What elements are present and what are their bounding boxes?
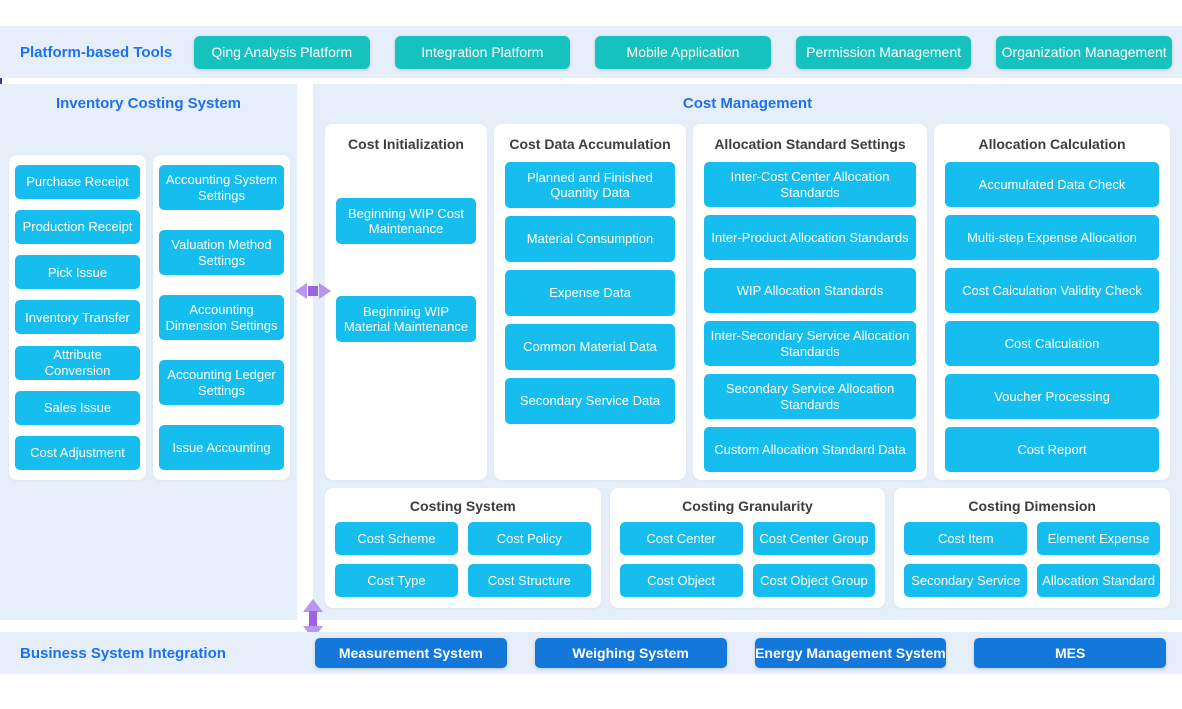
costing-granularity-section: Costing Granularity Cost Center Cost Cen… [609, 488, 886, 608]
allocation-standard-settings-section: Allocation Standard Settings Inter-Cost … [693, 124, 927, 480]
issue-accounting-button[interactable]: Issue Accounting [159, 425, 284, 470]
cost-calculation-button[interactable]: Cost Calculation [945, 321, 1159, 366]
business-system-buttons: Measurement System Weighing System Energ… [315, 638, 1182, 668]
accounting-settings-card: Accounting System Settings Valuation Met… [153, 155, 290, 480]
accumulated-data-check-button[interactable]: Accumulated Data Check [945, 162, 1159, 207]
cost-initialization-header: Cost Initialization [348, 136, 464, 152]
cost-scheme-button[interactable]: Cost Scheme [335, 522, 458, 555]
inventory-costing-panel: Inventory Costing System Purchase Receip… [0, 84, 297, 620]
secondary-service-button[interactable]: Secondary Service [904, 564, 1028, 597]
platform-tools-title: Platform-based Tools [20, 43, 173, 61]
energy-management-system-button[interactable]: Energy Management System [754, 638, 947, 668]
inter-secondary-service-allocation-standards-button[interactable]: Inter-Secondary Service Allocation Stand… [704, 321, 916, 366]
cost-management-panel: Cost Management Cost Initialization Begi… [313, 84, 1182, 620]
custom-allocation-standard-data-button[interactable]: Custom Allocation Standard Data [704, 427, 916, 472]
allocation-standard-button[interactable]: Allocation Standard [1037, 564, 1161, 597]
platform-tools-bar: Platform-based Tools Qing Analysis Platf… [0, 26, 1182, 78]
business-system-integration-title: Business System Integration [20, 644, 226, 662]
cost-management-main-columns: Cost Initialization Beginning WIP Cost M… [325, 124, 1170, 480]
inter-product-allocation-standards-button[interactable]: Inter-Product Allocation Standards [704, 215, 916, 260]
qing-analysis-platform-button[interactable]: Qing Analysis Platform [194, 35, 370, 69]
purchase-receipt-button[interactable]: Purchase Receipt [15, 165, 140, 199]
left-right-double-arrow-icon [295, 283, 331, 299]
cost-center-group-button[interactable]: Cost Center Group [752, 522, 876, 555]
mes-button[interactable]: MES [974, 638, 1166, 668]
cost-policy-button[interactable]: Cost Policy [467, 522, 591, 555]
allocation-calculation-section: Allocation Calculation Accumulated Data … [934, 124, 1170, 480]
voucher-processing-button[interactable]: Voucher Processing [945, 374, 1159, 419]
organization-management-button[interactable]: Organization Management [996, 35, 1172, 69]
weighing-system-button[interactable]: Weighing System [534, 638, 727, 668]
cost-initialization-section: Cost Initialization Beginning WIP Cost M… [325, 124, 487, 480]
permission-management-button[interactable]: Permission Management [795, 35, 972, 69]
pick-issue-button[interactable]: Pick Issue [15, 255, 140, 290]
cost-report-button[interactable]: Cost Report [945, 427, 1159, 472]
secondary-service-data-button[interactable]: Secondary Service Data [505, 378, 675, 424]
cost-data-accumulation-section: Cost Data Accumulation Planned and Finis… [494, 124, 686, 480]
expense-data-button[interactable]: Expense Data [505, 270, 675, 316]
costing-granularity-header: Costing Granularity [682, 498, 813, 514]
measurement-system-button[interactable]: Measurement System [315, 638, 507, 668]
costing-system-section: Costing System Cost Scheme Cost Policy C… [325, 488, 601, 608]
sales-issue-button[interactable]: Sales Issue [15, 390, 140, 425]
business-system-integration-bar: Business System Integration Measurement … [0, 632, 1182, 674]
beginning-wip-cost-maintenance-button[interactable]: Beginning WIP Cost Maintenance [336, 198, 476, 244]
inventory-costing-title: Inventory Costing System [55, 95, 242, 112]
cost-management-title: Cost Management [682, 95, 813, 112]
cost-item-button[interactable]: Cost Item [904, 522, 1028, 555]
secondary-service-allocation-standards-button[interactable]: Secondary Service Allocation Standards [704, 374, 916, 419]
attribute-conversion-button[interactable]: Attribute Conversion [15, 345, 140, 380]
cost-structure-button[interactable]: Cost Structure [467, 564, 591, 597]
cost-management-foundation-sections: Costing System Cost Scheme Cost Policy C… [325, 488, 1171, 608]
cost-type-button[interactable]: Cost Type [335, 564, 458, 597]
element-expense-button[interactable]: Element Expense [1037, 522, 1161, 555]
wip-allocation-standards-button[interactable]: WIP Allocation Standards [704, 268, 916, 313]
platform-tools-buttons: Qing Analysis Platform Integration Platf… [194, 35, 1182, 69]
cost-adjustment-button[interactable]: Cost Adjustment [15, 435, 140, 470]
inventory-transfer-button[interactable]: Inventory Transfer [15, 300, 140, 335]
cost-object-button[interactable]: Cost Object [619, 564, 743, 597]
costing-dimension-section: Costing Dimension Cost Item Element Expe… [894, 488, 1171, 608]
beginning-wip-material-maintenance-button[interactable]: Beginning WIP Material Maintenance [336, 296, 476, 342]
costing-system-header: Costing System [409, 498, 516, 514]
planned-finished-quantity-data-button[interactable]: Planned and Finished Quantity Data [505, 162, 675, 208]
cost-data-accumulation-header: Cost Data Accumulation [509, 136, 671, 152]
production-receipt-button[interactable]: Production Receipt [15, 210, 140, 245]
cost-object-group-button[interactable]: Cost Object Group [752, 564, 876, 597]
allocation-calculation-header: Allocation Calculation [978, 136, 1126, 152]
inventory-costing-cards: Purchase Receipt Production Receipt Pick… [9, 155, 290, 480]
costing-dimension-header: Costing Dimension [968, 498, 1096, 514]
accounting-dimension-settings-button[interactable]: Accounting Dimension Settings [159, 295, 284, 340]
common-material-data-button[interactable]: Common Material Data [505, 324, 675, 370]
allocation-standard-settings-header: Allocation Standard Settings [714, 136, 906, 152]
valuation-method-settings-button[interactable]: Valuation Method Settings [159, 230, 284, 275]
accounting-ledger-settings-button[interactable]: Accounting Ledger Settings [159, 360, 284, 405]
cost-center-button[interactable]: Cost Center [619, 522, 743, 555]
multi-step-expense-allocation-button[interactable]: Multi-step Expense Allocation [945, 215, 1159, 260]
mobile-application-button[interactable]: Mobile Application [595, 35, 771, 69]
cost-calculation-validity-check-button[interactable]: Cost Calculation Validity Check [945, 268, 1159, 313]
integration-platform-button[interactable]: Integration Platform [394, 35, 571, 69]
inventory-transactions-card: Purchase Receipt Production Receipt Pick… [9, 155, 146, 480]
accounting-system-settings-button[interactable]: Accounting System Settings [159, 165, 284, 210]
material-consumption-button[interactable]: Material Consumption [505, 216, 675, 262]
inter-cost-center-allocation-standards-button[interactable]: Inter-Cost Center Allocation Standards [704, 162, 916, 207]
